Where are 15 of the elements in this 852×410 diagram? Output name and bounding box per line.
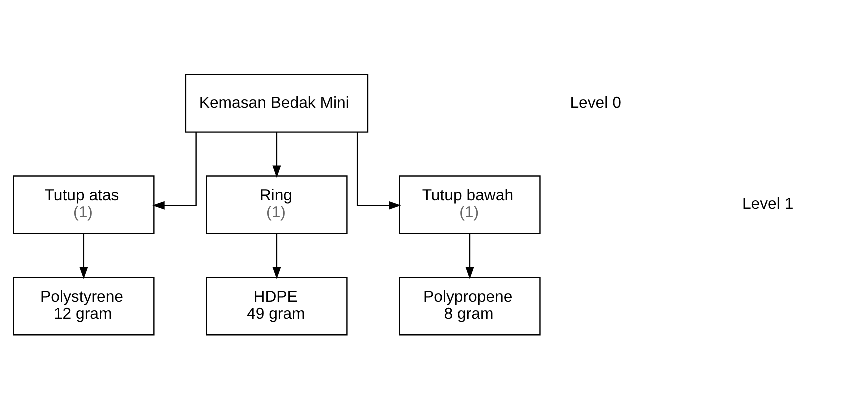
- node-box: Tutup atas (1): [13, 176, 155, 234]
- arrow: [152, 132, 197, 210]
- arrow: [272, 132, 282, 178]
- arrow: [356, 132, 402, 210]
- node-box: Polystyrene 12 gram: [13, 277, 155, 336]
- node-box: Polypropene 8 gram: [399, 277, 541, 336]
- arrow: [466, 234, 474, 280]
- node-box: Tutup bawah (1): [399, 176, 541, 234]
- node-box: HDPE 49 gram: [206, 277, 348, 336]
- label: Level 1: [742, 196, 794, 214]
- label: Level 0: [570, 94, 622, 112]
- arrow: [80, 234, 88, 280]
- node-box: Kemasan Bedak Mini: [185, 74, 369, 133]
- node-box: Ring (1): [206, 176, 348, 234]
- arrow: [272, 234, 282, 280]
